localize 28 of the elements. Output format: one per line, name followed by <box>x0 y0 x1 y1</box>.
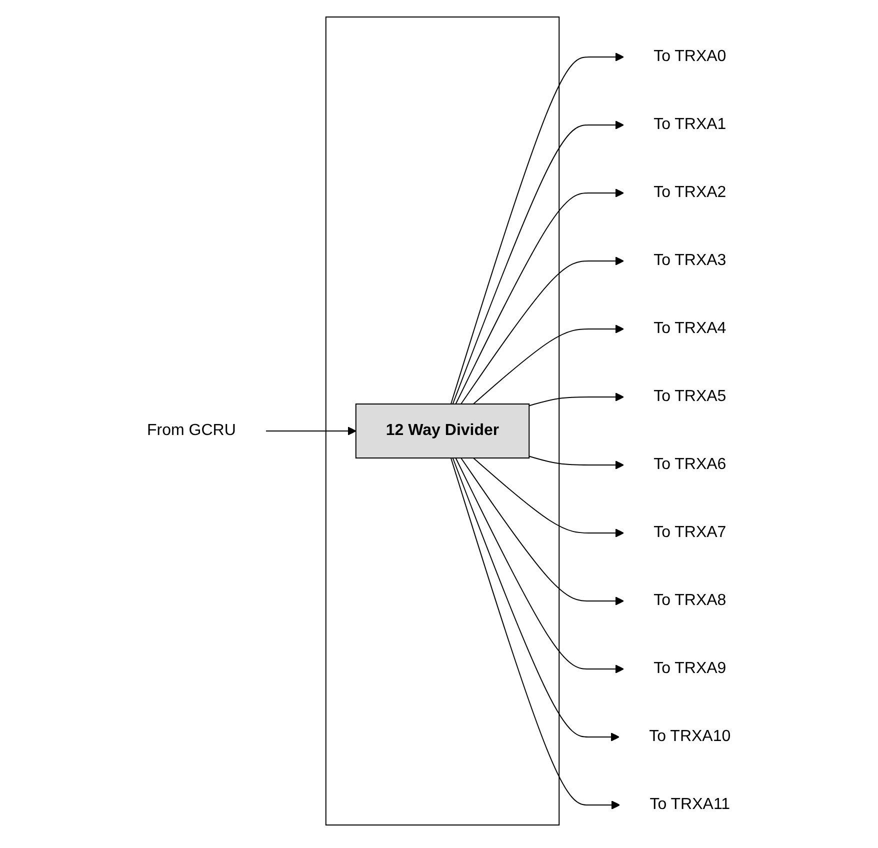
node-text: To TRXA5 <box>654 388 726 404</box>
node-text: To TRXA11 <box>650 796 730 812</box>
node-text: To TRXA7 <box>654 524 726 540</box>
cluster <box>326 16 560 825</box>
node-text: From GCRU <box>147 422 236 438</box>
arrow <box>455 457 624 673</box>
arrow <box>460 457 624 605</box>
node-text: To TRXA10 <box>649 728 731 744</box>
arrow <box>528 392 624 406</box>
node-box: 12 Way Divider <box>356 403 530 458</box>
node-text: To TRXA8 <box>654 592 726 608</box>
arrow <box>455 188 624 404</box>
node-text: To TRXA9 <box>654 660 726 676</box>
node-text: To TRXA0 <box>654 48 726 64</box>
arrow <box>460 256 624 404</box>
node-text: To TRXA4 <box>654 320 726 336</box>
node-text: To TRXA2 <box>654 184 726 200</box>
arrow <box>452 120 624 404</box>
arrow <box>266 426 356 435</box>
arrow <box>473 457 624 537</box>
node-text: To TRXA6 <box>654 456 726 472</box>
arrow <box>528 455 624 469</box>
arrow <box>473 324 624 404</box>
node-text: To TRXA1 <box>654 116 726 132</box>
arrow <box>450 52 624 404</box>
arrow <box>450 457 620 809</box>
node-text: To TRXA3 <box>654 252 726 268</box>
arrow <box>452 457 620 741</box>
